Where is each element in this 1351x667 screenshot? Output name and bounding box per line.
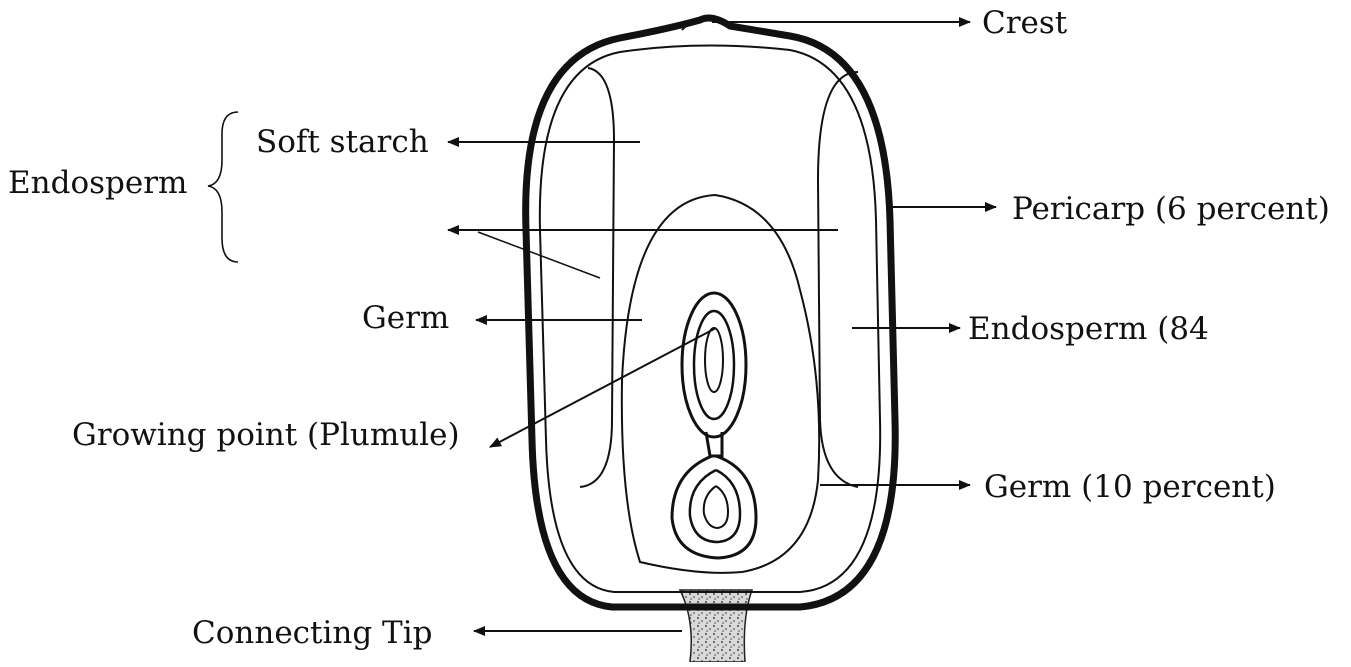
inner-seed-coat (540, 45, 880, 592)
endosperm-diagonal-line (478, 232, 600, 278)
radicle-inner (704, 486, 728, 528)
connecting-tip-shape (680, 590, 752, 662)
endosperm-group-label: Endosperm (8, 165, 187, 201)
germ-left-label: Germ (362, 300, 449, 336)
radicle-middle (690, 470, 740, 542)
plumule-outer-loop (682, 293, 746, 437)
pericarp-label: Pericarp (6 percent) (1012, 191, 1330, 227)
crest-label: Crest (982, 5, 1068, 41)
endosperm-brace (208, 112, 238, 262)
endosperm-right-label: Endosperm (84 (968, 311, 1209, 347)
growing-point-label: Growing point (Plumule) (72, 417, 460, 453)
germ-right-label: Germ (10 percent) (984, 469, 1276, 505)
soft-starch-label: Soft starch (256, 124, 429, 160)
hard-endosperm-right-line (818, 72, 858, 487)
connecting-tip-label: Connecting Tip (192, 615, 433, 651)
plumule-inner-loop (705, 328, 723, 392)
